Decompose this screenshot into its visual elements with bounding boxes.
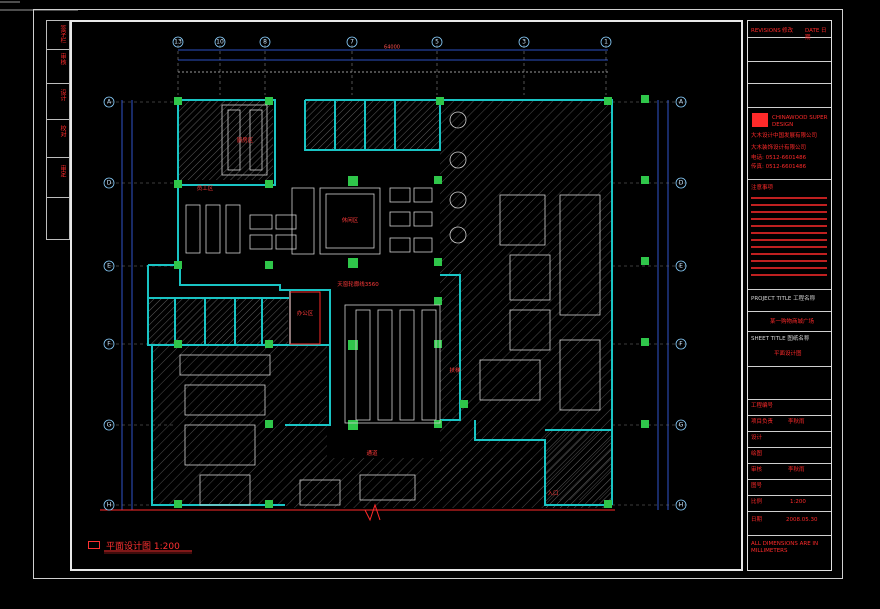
grid-label-right: A [679, 99, 684, 106]
project-title-label: PROJECT TITLE 工程名称 [751, 296, 816, 302]
grid-label-top: 1 [604, 39, 608, 46]
grid-label-right: E [679, 263, 683, 270]
room-label: 休闲区 [342, 216, 359, 224]
company-fax: 传真: 0512-6601486 [751, 164, 807, 170]
field-label: 比例 [751, 499, 763, 505]
sheet-outer-border [33, 9, 843, 579]
caption-underline [104, 550, 192, 554]
grid-label-left: E [107, 263, 111, 270]
grid-label-left: A [107, 99, 112, 106]
caption-marker [88, 541, 100, 549]
room-label: 扶梯 [449, 366, 461, 374]
field-label: 工程编号 [751, 403, 774, 409]
field-label: 图号 [751, 483, 763, 489]
company-name-cn: 大木设计中国发展有限公司 [751, 133, 818, 139]
footer-note: ALL DIMENSIONS ARE IN MILLIMETERS [751, 541, 819, 554]
title-block: REVISIONS 修改 DATE 日期 CHINAWOOD SUPER DES… [747, 20, 832, 571]
side-grid-bubbles [103, 96, 687, 511]
signature-strip-label: 审核 [59, 53, 66, 65]
field-value: 李秋雨 [788, 419, 805, 425]
grid-label-left: F [107, 341, 111, 348]
top-grid-bubbles [172, 36, 612, 48]
top-edge-marks [0, 1, 78, 11]
field-label: 绘图 [751, 451, 763, 457]
field-value: 2008.05.30 [786, 517, 818, 523]
revisions-label: REVISIONS [751, 28, 781, 34]
grid-label-left: G [107, 422, 112, 429]
room-label: 办公区 [297, 309, 314, 317]
company-name-2: 大木装饰设计有限公司 [751, 145, 807, 151]
signature-strip-label: 校对 [59, 125, 66, 137]
company-tel: 电话: 0512-6601486 [751, 155, 807, 161]
drawing-caption: 平面设计图 1:200 [106, 542, 180, 552]
field-label: 审核 [751, 467, 763, 473]
notes-title: 注意事项 [751, 185, 774, 191]
revisions-label-cn: 修改 [782, 28, 794, 34]
top-grid-ticks [177, 45, 607, 95]
notes-text-block [751, 197, 827, 281]
company-logo [752, 113, 768, 127]
company-name-en: CHINAWOOD SUPER DESIGN [772, 115, 828, 128]
top-dimension-lines [178, 49, 608, 73]
signature-strip: 签字栏 审核 设计 校对 审定 [46, 20, 70, 240]
grid-label-top: 7 [350, 39, 354, 46]
hatched-zones [148, 100, 612, 508]
grid-label-right: H [679, 502, 684, 509]
structural-columns [174, 95, 649, 508]
room-label: 厨房区 [237, 136, 254, 144]
grid-label-top: 10 [216, 39, 224, 46]
field-label: 日期 [751, 517, 763, 523]
field-value: 李秋雨 [788, 467, 805, 473]
signature-strip-label: 签字栏 [59, 25, 66, 43]
drawing-border [70, 20, 743, 571]
grid-label-right: D [679, 180, 684, 187]
grid-label-left: D [107, 180, 112, 187]
side-dimension-lines [121, 100, 669, 510]
grid-label-top: 13 [174, 39, 182, 46]
field-label: 设计 [751, 435, 763, 441]
furniture [179, 104, 601, 506]
grid-label-left: H [107, 502, 112, 509]
room-label: 通道 [366, 449, 378, 457]
overall-dimension: 64000 [384, 45, 400, 51]
date-label: DATE 日期 [805, 28, 827, 41]
room-label: 入口 [547, 490, 558, 497]
project-name: 某一购物商城广场 [770, 319, 815, 325]
signature-strip-label: 设计 [59, 89, 66, 101]
grid-label-top: 8 [263, 39, 267, 46]
sheet-name: 平面设计图 [774, 351, 802, 357]
grid-label-top: 5 [435, 39, 439, 46]
field-label: 项目负责 [751, 419, 774, 425]
field-value: 1:200 [790, 499, 806, 505]
room-label: 天窗轮廓线3560 [337, 280, 379, 288]
sheet-title-label: SHEET TITLE 图纸名称 [751, 336, 810, 342]
room-label: 员工区 [197, 185, 214, 192]
red-boundary [100, 291, 615, 522]
grid-label-right: G [679, 422, 684, 429]
signature-strip-label: 审定 [59, 165, 66, 177]
grid-label-right: F [679, 341, 683, 348]
grid-label-top: 3 [522, 39, 526, 46]
